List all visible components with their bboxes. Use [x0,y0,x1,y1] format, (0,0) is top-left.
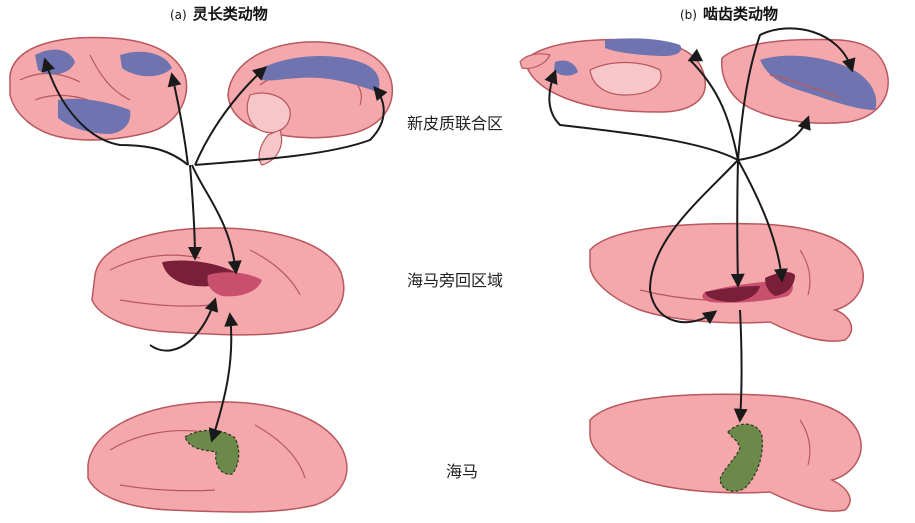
primate-lateral-brain [9,36,188,141]
label-parahippocampal: 海马旁回区域 [407,271,504,290]
rodent-lateral-brain [519,38,706,113]
rodent-second-brain [721,38,889,124]
rodent-hippocampus-area [719,423,763,492]
primate-hippocampus-brain [87,401,348,513]
primate-association-area-temporal [58,98,131,134]
panel-a-title: (a) 灵长类动物 [170,3,268,24]
primate-parahippocampal-brain [91,227,345,336]
rodent-association-area-frontal [554,60,578,76]
rodent-parahippocampal-dark [705,286,760,302]
label-hippocampus: 海马 [446,462,479,481]
panel-b-letter: (b) [680,8,697,22]
rodent-connection-arrows [544,27,856,423]
primate-association-area-cingulate [262,56,380,92]
panel-b-title: (b) 啮齿类动物 [680,3,778,24]
rodent-parahippocampal-brain [589,222,864,342]
panel-b-title-text: 啮齿类动物 [702,5,778,23]
primate-parahippocampal-light [207,272,262,297]
primate-connection-arrows [41,57,388,443]
panel-a-letter: (a) [170,8,187,22]
rodent-hippocampus-brain [589,393,862,512]
label-neocortex: 新皮质联合区 [407,114,504,133]
rodent-association-area-dorsal [605,38,682,57]
primate-medial-brain [227,41,393,166]
primate-association-area-parietal [120,51,172,77]
panel-a-title-text: 灵长类动物 [192,5,268,23]
